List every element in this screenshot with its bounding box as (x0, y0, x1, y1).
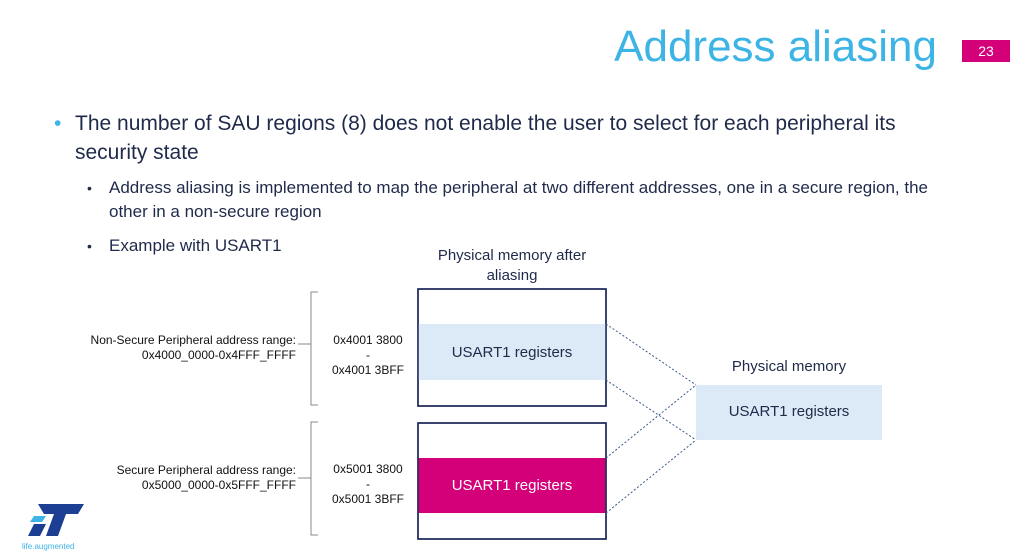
s-address-range: 0x5001 3800 - 0x5001 3BFF (322, 462, 414, 507)
ns-addr-dash: - (366, 348, 370, 362)
main-bullet: • The number of SAU regions (8) does not… (54, 109, 954, 167)
non-secure-range-value: 0x4000_0000-0x4FFF_FFFF (141, 348, 296, 362)
s-block-label: USART1 registers (451, 477, 573, 494)
map-line-s-bottom (605, 439, 697, 514)
main-bullet-text: The number of SAU regions (8) does not e… (75, 112, 896, 164)
sub-bullet-aliasing: • Address aliasing is implemented to map… (87, 176, 957, 224)
secure-range-label: Secure Peripheral address range: (116, 463, 296, 477)
ns-addr-end: 0x4001 3BFF (331, 363, 405, 377)
s-addr-dash: - (366, 477, 370, 491)
slide-title: Address aliasing (614, 22, 937, 71)
map-line-s-top (605, 384, 697, 459)
ns-addr-start: 0x4001 3800 (333, 333, 403, 347)
secure-range: Secure Peripheral address range: 0x5000_… (40, 463, 296, 493)
ns-block-label: USART1 registers (451, 344, 573, 361)
ns-address-range: 0x4001 3800 - 0x4001 3BFF (322, 333, 414, 378)
st-logo-icon (28, 504, 84, 536)
physical-usart1-block (696, 385, 882, 440)
s-usart1-block (418, 458, 606, 513)
s-addr-end: 0x5001 3BFF (331, 492, 405, 506)
phys-block-label: USART1 registers (728, 403, 850, 420)
logo-tagline: life.augmented (22, 542, 75, 551)
ns-usart1-block (418, 324, 606, 380)
aliased-memory-title: Physical memory after aliasing (437, 247, 587, 284)
sub-bullet-text: Example with USART1 (109, 236, 282, 255)
s-addr-start: 0x5001 3800 (333, 462, 403, 476)
sub-bullet-text: Address aliasing is implemented to map t… (109, 178, 928, 221)
non-secure-range-label: Non-Secure Peripheral address range: (90, 333, 296, 347)
map-line-ns-bottom (605, 379, 697, 441)
sub-bullet-example: • Example with USART1 (87, 234, 957, 258)
bullet-dot-icon: • (54, 112, 62, 135)
non-secure-range: Non-Secure Peripheral address range: 0x4… (40, 333, 296, 363)
non-secure-bracket (310, 291, 318, 406)
secure-range-value: 0x5000_0000-0x5FFF_FFFF (141, 478, 296, 492)
physical-memory-title: Physical memory (731, 358, 847, 375)
bullet-dot-icon: • (87, 180, 92, 196)
map-line-ns-top (605, 323, 697, 386)
bullet-dot-icon: • (87, 238, 92, 254)
non-secure-region-outline (417, 288, 607, 407)
secure-region-outline (417, 422, 607, 540)
secure-bracket (310, 421, 318, 536)
page-number-badge: 23 (962, 40, 1010, 62)
